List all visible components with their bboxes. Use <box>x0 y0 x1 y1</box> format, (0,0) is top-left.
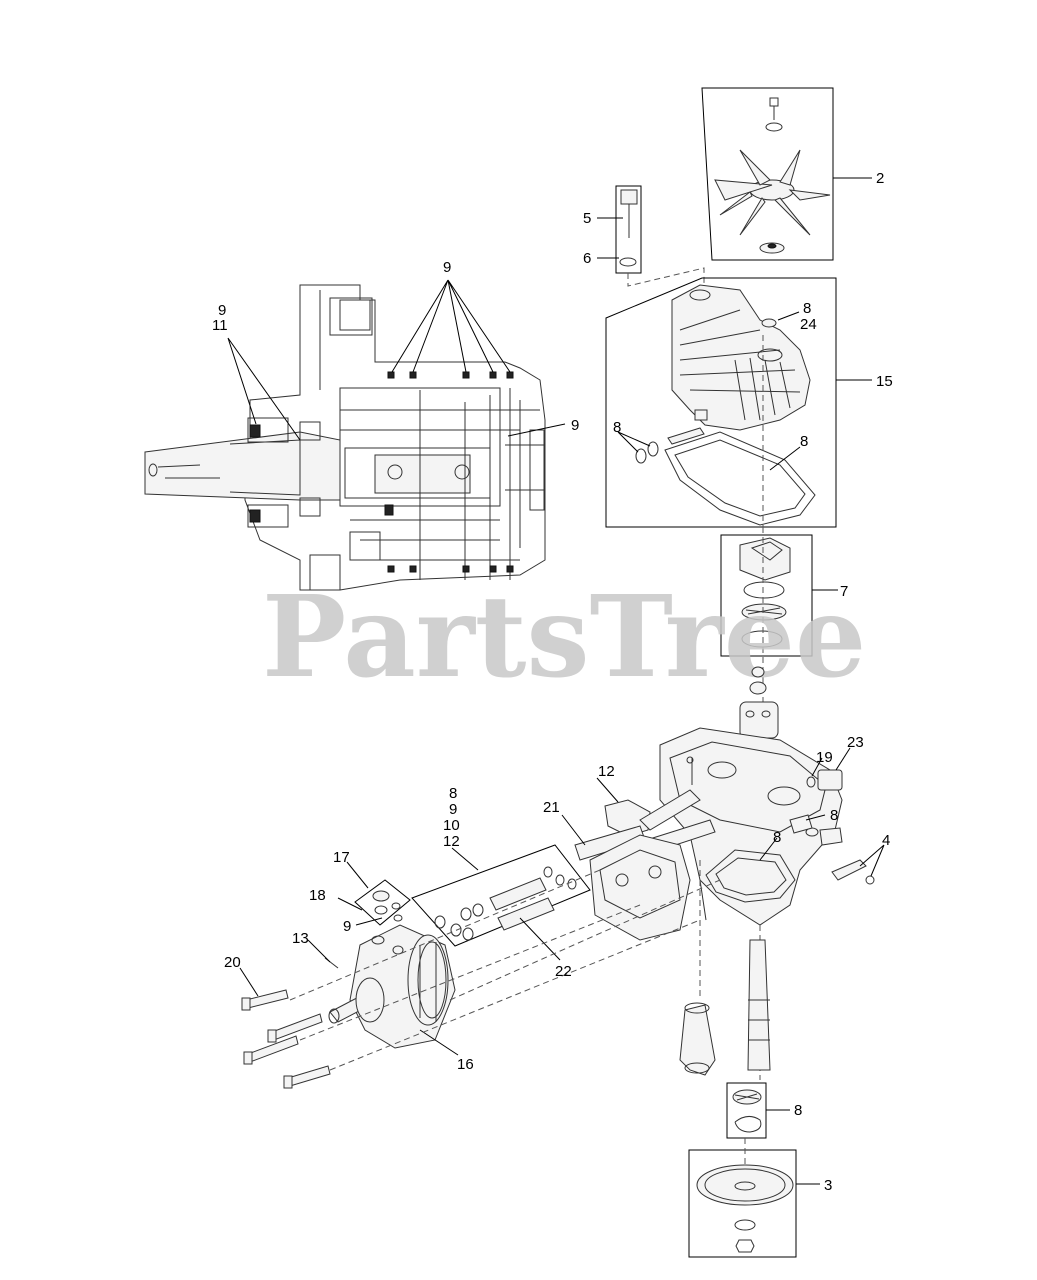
callout-11-left: 11 <box>212 317 228 334</box>
motor-bolts <box>239 967 331 1089</box>
callout-16: 16 <box>457 1056 474 1073</box>
callout-8-bearing: 8 <box>794 1102 802 1119</box>
callout-8-cover: 8 <box>803 300 811 317</box>
watermark-text: PartsTree <box>262 572 866 703</box>
callout-15: 15 <box>876 373 893 390</box>
callout-9-left: 9 <box>218 302 226 319</box>
transmission-section-view <box>144 284 546 591</box>
callout-18: 18 <box>309 887 326 904</box>
callout-9-motor: 9 <box>343 918 351 935</box>
callout-22: 22 <box>555 963 572 980</box>
breather-assembly <box>597 185 705 287</box>
callout-3: 3 <box>824 1177 832 1194</box>
callout-7: 7 <box>840 583 848 600</box>
section-leaders <box>227 279 566 441</box>
callout-13: 13 <box>292 930 309 947</box>
motor-assembly <box>307 861 459 1056</box>
callout-20: 20 <box>224 954 241 971</box>
bracket-and-bolts <box>561 777 716 941</box>
bearing-retainer <box>726 1082 790 1139</box>
callout-9-kit: 9 <box>449 801 457 818</box>
callout-labels: 2 5 6 9 9 11 8 24 9 15 8 8 7 12 23 19 21… <box>212 170 893 1194</box>
fan-icon <box>714 149 831 236</box>
callout-12-kit: 12 <box>443 833 460 850</box>
callout-4: 4 <box>882 832 890 849</box>
callout-9-right: 9 <box>571 417 579 434</box>
callout-2: 2 <box>876 170 884 187</box>
callout-19: 19 <box>816 749 833 766</box>
callout-6: 6 <box>583 250 591 267</box>
callout-8-housing: 8 <box>773 829 781 846</box>
callout-17: 17 <box>333 849 350 866</box>
callout-8-fitting: 8 <box>830 807 838 824</box>
cover-assembly <box>605 277 872 528</box>
callout-8-gasket: 8 <box>800 433 808 450</box>
swashplate-assembly <box>720 527 838 740</box>
callout-21: 21 <box>543 799 560 816</box>
callout-9-top: 9 <box>443 259 451 276</box>
fan-assembly <box>701 87 872 261</box>
callout-8-seal: 8 <box>613 419 621 436</box>
check-valve-kit <box>411 844 591 961</box>
callout-23: 23 <box>847 734 864 751</box>
callout-8-kit: 8 <box>449 785 457 802</box>
callout-10-kit: 10 <box>443 817 460 834</box>
callout-5: 5 <box>583 210 591 227</box>
callout-24: 24 <box>800 316 817 333</box>
center-housing <box>659 666 885 926</box>
pulley-assembly <box>688 1138 820 1258</box>
input-shaft <box>679 939 771 1076</box>
callout-12-bracket: 12 <box>598 763 615 780</box>
